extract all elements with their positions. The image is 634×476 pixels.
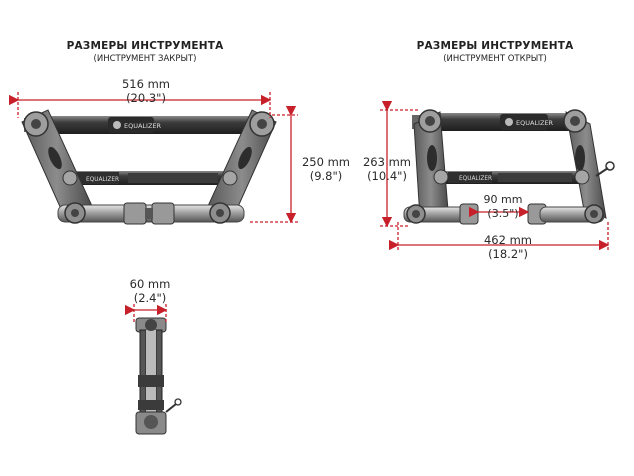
- open-mid-brand: EQUALIZER: [459, 176, 492, 182]
- closed-heading: РАЗМЕРЫ ИНСТРУМЕНТА (ИНСТРУМЕНТ ЗАКРЫТ): [60, 40, 230, 64]
- closed-width-label: 516 mm (20.3"): [111, 77, 181, 105]
- side-width-label: 60 mm (2.4"): [120, 277, 180, 305]
- closed-mid-brand: EQUALIZER: [86, 177, 119, 183]
- closed-height-mm: 250 mm: [301, 155, 350, 169]
- open-heading: РАЗМЕРЫ ИНСТРУМЕНТА (ИНСТРУМЕНТ ОТКРЫТ): [410, 40, 580, 64]
- closed-width-in: (20.3"): [126, 91, 166, 105]
- open-gap-mm: 90 mm: [483, 193, 523, 206]
- closed-dimensions: [8, 92, 298, 224]
- open-height-in: (10.4"): [367, 169, 407, 183]
- open-top-brand: EQUALIZER: [516, 119, 554, 127]
- side-width-in: (2.4"): [133, 291, 167, 305]
- open-gap-label: 90 mm (3.5"): [473, 193, 533, 221]
- side-width-mm: 60 mm: [129, 277, 171, 291]
- open-title: РАЗМЕРЫ ИНСТРУМЕНТА: [416, 40, 574, 52]
- closed-width-mm: 516 mm: [121, 77, 170, 91]
- side-dimensions: [124, 304, 168, 322]
- side-view-tool: [135, 317, 182, 435]
- open-width-mm: 462 mm: [483, 233, 532, 247]
- open-height-mm: 263 mm: [362, 155, 411, 169]
- open-subtitle: (ИНСТРУМЕНТ ОТКРЫТ): [443, 54, 547, 64]
- closed-title: РАЗМЕРЫ ИНСТРУМЕНТА: [66, 40, 224, 52]
- closed-tool: EQUALIZER EQUALIZER: [21, 109, 277, 225]
- open-width-label: 462 mm (18.2"): [473, 233, 543, 261]
- closed-height-in: (9.8"): [309, 169, 343, 183]
- open-gap-in: (3.5"): [487, 207, 519, 220]
- open-height-label: 263 mm (10.4"): [357, 155, 417, 183]
- closed-subtitle: (ИНСТРУМЕНТ ЗАКРЫТ): [93, 54, 197, 64]
- closed-top-brand: EQUALIZER: [124, 122, 162, 130]
- open-width-in: (18.2"): [488, 247, 528, 261]
- closed-height-label: 250 mm (9.8"): [296, 155, 356, 183]
- open-dimensions: [380, 100, 610, 252]
